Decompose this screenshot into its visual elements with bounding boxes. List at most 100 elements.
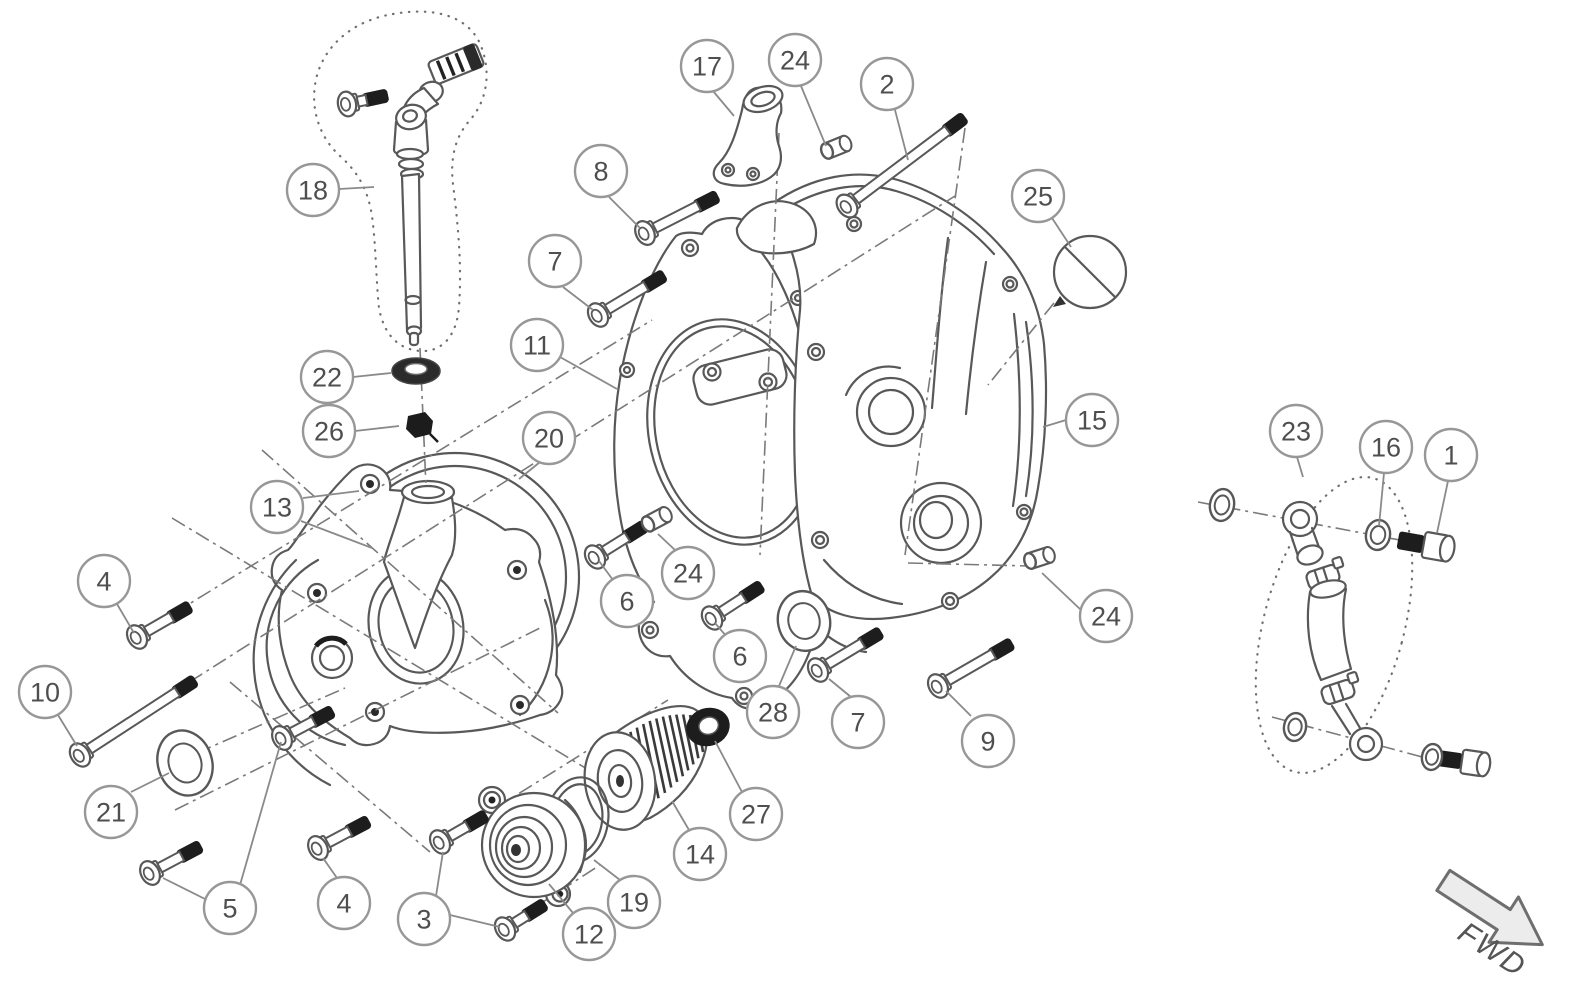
balloon-21: 21 [83, 772, 170, 840]
balloon-number: 4 [336, 889, 351, 919]
balloon-14: 14 [671, 800, 728, 882]
balloon-5: 5 [162, 741, 282, 936]
socket-bolt [835, 112, 968, 219]
balloon-number: 25 [1023, 182, 1053, 212]
fwd-arrow: FWD [1435, 868, 1544, 981]
balloon-number: 6 [732, 642, 747, 672]
balloon-7: 7 [527, 233, 594, 311]
side-cover-left [252, 463, 564, 787]
balloon-10: 10 [17, 664, 78, 747]
balloon-number: 7 [547, 247, 562, 277]
balloon-number: 15 [1077, 406, 1107, 436]
balloon-number: 6 [619, 587, 634, 617]
balloon-number: 21 [96, 798, 126, 828]
dowel-pin [640, 506, 673, 533]
balloon-26: 26 [301, 403, 400, 459]
socket-bolt [307, 815, 372, 861]
socket-bolt [68, 675, 199, 768]
socket-bolt [700, 580, 765, 631]
balloon-20: 20 [518, 410, 577, 480]
balloon-2: 2 [859, 56, 915, 161]
balloon-number: 26 [314, 417, 344, 447]
balloon-22: 22 [299, 349, 392, 405]
balloon-number: 22 [312, 363, 342, 393]
breather-hose-assembly [1281, 500, 1492, 778]
balloon-number: 24 [1091, 602, 1121, 632]
balloon-12: 12 [548, 883, 617, 962]
hose-clamp-lower [1320, 670, 1360, 706]
balloon-number: 2 [879, 70, 894, 100]
balloon-15: 15 [1042, 392, 1120, 448]
balloon-17: 17 [679, 38, 735, 117]
sealing-washer [1208, 487, 1236, 523]
balloon-number: 16 [1371, 433, 1401, 463]
balloon-number: 24 [673, 559, 703, 589]
sealing-washer [1420, 742, 1444, 772]
balloon-number: 10 [30, 678, 60, 708]
oil-seal [156, 729, 214, 797]
balloon-number: 19 [619, 888, 649, 918]
balloon-24: 24 [767, 32, 827, 147]
socket-bolt [336, 89, 389, 118]
filter-cover [477, 785, 588, 908]
socket-bolt [125, 601, 193, 650]
balloon-number: 5 [222, 894, 237, 924]
socket-bolt [634, 190, 720, 246]
oil-fill-plug [1052, 234, 1128, 310]
balloon-number: 20 [534, 424, 564, 454]
balloon-6: 6 [598, 560, 655, 629]
rubber-grommet [686, 707, 730, 747]
kick-shaft-washer [391, 357, 441, 385]
circlip [406, 412, 439, 443]
balloon-24: 24 [1041, 572, 1134, 644]
sealing-washer [1282, 711, 1308, 743]
balloon-13: 13 [249, 479, 373, 549]
socket-bolt [806, 627, 884, 683]
balloon-number: 13 [262, 493, 292, 523]
balloon-8: 8 [573, 143, 641, 229]
socket-bolt [926, 638, 1015, 699]
balloon-11: 11 [509, 317, 618, 390]
balloon-27: 27 [714, 740, 784, 842]
socket-bolt [428, 810, 489, 855]
banjo-bolt-lower [1437, 748, 1492, 778]
crankcase-cover [692, 173, 1048, 654]
balloon-number: 14 [685, 840, 715, 870]
balloon-7: 7 [828, 678, 886, 750]
dowel-pin [819, 134, 853, 160]
sealing-washer [1364, 518, 1392, 552]
balloon-25: 25 [1010, 168, 1072, 248]
balloon-number: 18 [298, 176, 328, 206]
balloon-number: 23 [1281, 417, 1311, 447]
balloon-23: 23 [1268, 403, 1324, 478]
balloon-number: 9 [980, 727, 995, 757]
balloon-number: 8 [593, 157, 608, 187]
cable-bracket [712, 84, 784, 187]
kickstarter-lever [392, 43, 485, 347]
shaft-seal [776, 589, 832, 653]
balloon-4: 4 [76, 553, 135, 634]
balloon-16: 16 [1358, 419, 1414, 527]
cover-rim-holes [806, 215, 1033, 611]
banjo-bolt-upper [1396, 531, 1456, 563]
balloon-number: 3 [416, 905, 431, 935]
balloon-28: 28 [745, 645, 801, 740]
balloon-1: 1 [1423, 427, 1479, 534]
dowel-pin [1023, 545, 1056, 570]
balloon-3: 3 [396, 851, 501, 947]
socket-bolt [139, 840, 204, 886]
balloon-number: 17 [692, 52, 722, 82]
balloon-4: 4 [316, 857, 372, 931]
balloon-number: 28 [758, 698, 788, 728]
balloon-19: 19 [593, 859, 662, 930]
balloon-number: 12 [574, 920, 604, 950]
filler-funnel [382, 479, 457, 650]
balloon-number: 4 [96, 567, 111, 597]
balloon-9: 9 [945, 690, 1016, 769]
balloon-6: 6 [712, 622, 768, 684]
balloon-number: 7 [850, 708, 865, 738]
breather-hose-group-outline [1254, 475, 1414, 775]
